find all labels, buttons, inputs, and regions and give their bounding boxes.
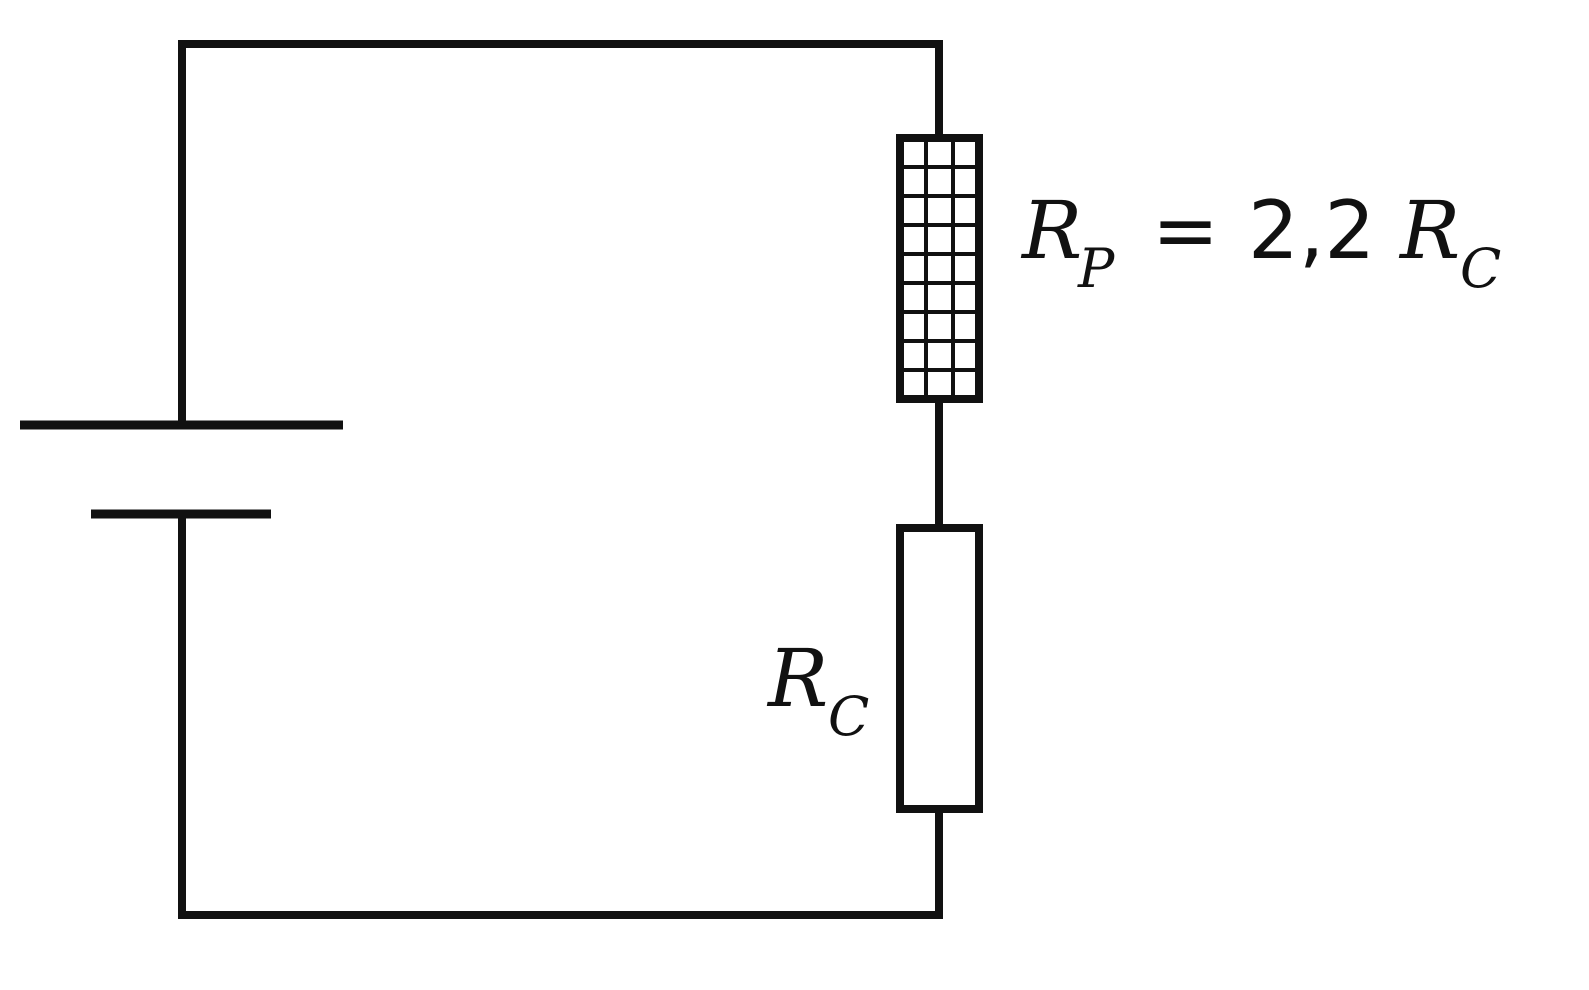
resistor-p-body	[896, 134, 983, 403]
rp-rhs-symbol: R	[1398, 184, 1460, 277]
wire-top	[178, 40, 943, 424]
rp-coefficient: 2,2	[1248, 184, 1375, 277]
wire-bottom	[178, 510, 943, 919]
rp-rhs-subscript: C	[1460, 237, 1501, 300]
circuit-wires	[178, 40, 943, 919]
rp-subscript: P	[1077, 237, 1116, 300]
resistor-c-label: R C	[766, 632, 869, 748]
resistor-c-body	[896, 524, 983, 813]
resistor-p-hatch	[900, 138, 979, 399]
resistor-icon	[896, 524, 983, 813]
resistor-p-label: R P = 2,2 R C	[1020, 184, 1501, 300]
rc-subscript: C	[828, 685, 869, 748]
rp-equals: =	[1152, 184, 1219, 277]
battery-icon	[20, 420, 343, 519]
rc-symbol: R	[766, 632, 828, 725]
rp-symbol: R	[1020, 184, 1082, 277]
hatched-resistor-icon	[896, 134, 983, 403]
